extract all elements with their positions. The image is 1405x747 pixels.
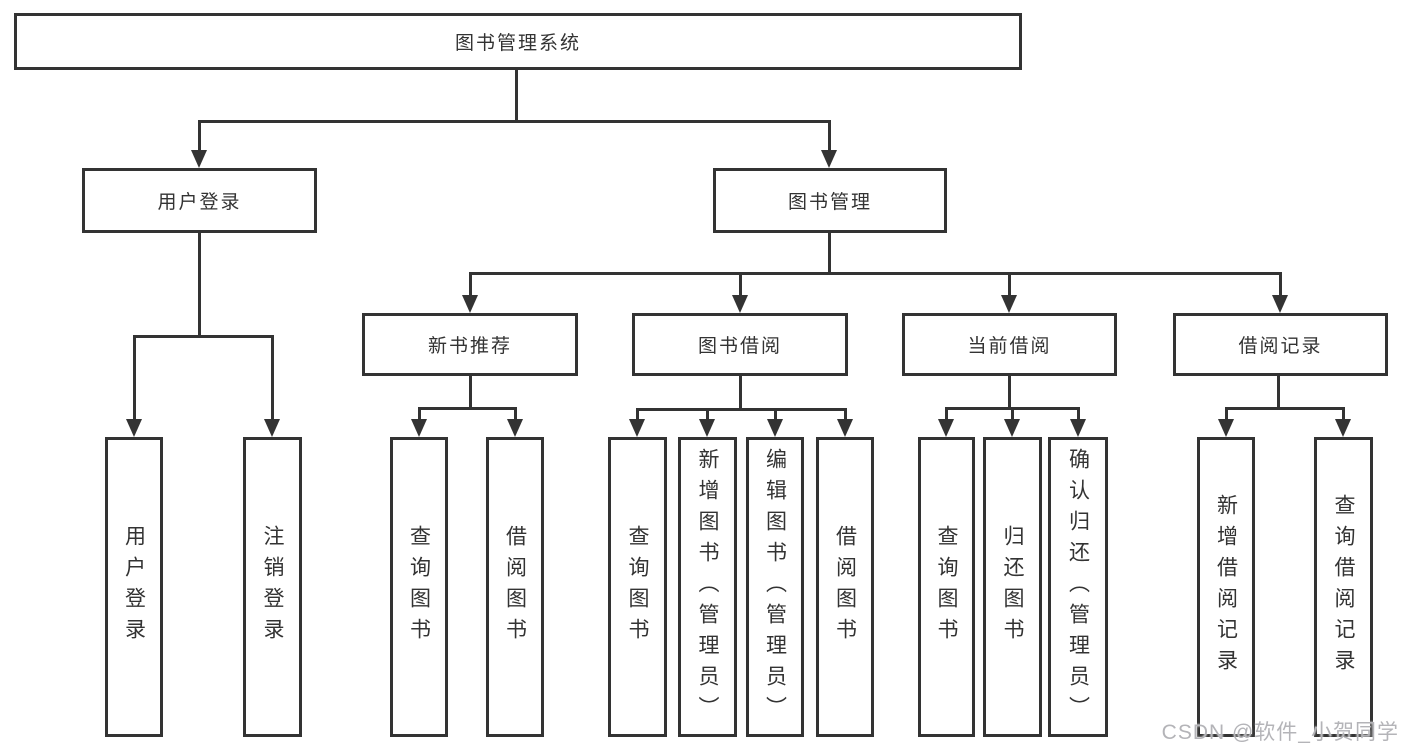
node-label: 用户登录	[157, 192, 242, 213]
node-query-books-borrow: 查询图书	[608, 437, 667, 737]
csdn-watermark: CSDN @软件_小贺同学	[1161, 721, 1399, 744]
node-label: 查询图书	[407, 525, 431, 649]
connector	[945, 407, 948, 422]
node-label: 确认归还（管理员）	[1066, 447, 1090, 727]
connector	[133, 335, 274, 338]
down-arrowhead	[1272, 295, 1288, 313]
node-label: 当前借阅	[967, 336, 1052, 357]
node-query-borrow-record: 查询借阅记录	[1314, 437, 1373, 737]
connector	[774, 408, 777, 422]
connector	[198, 233, 201, 335]
node-label: 新增图书（管理员）	[696, 447, 719, 727]
node-label: 编辑图书（管理员）	[763, 447, 787, 727]
connector	[1008, 272, 1011, 298]
down-arrowhead	[1004, 419, 1020, 437]
down-arrowhead	[1335, 419, 1351, 437]
connector	[1279, 272, 1282, 298]
connector	[1008, 376, 1011, 407]
connector	[133, 335, 136, 422]
connector	[739, 272, 742, 298]
node-label: 查询借阅记录	[1332, 494, 1355, 680]
down-arrowhead	[837, 419, 853, 437]
node-book-management: 图书管理	[713, 168, 947, 233]
connector	[1077, 407, 1080, 422]
down-arrowhead	[629, 419, 645, 437]
node-borrowing-records: 借阅记录	[1173, 313, 1388, 376]
connector	[1342, 407, 1345, 422]
down-arrowhead	[938, 419, 954, 437]
down-arrowhead	[1218, 419, 1234, 437]
node-add-books-admin: 新增图书（管理员）	[678, 437, 737, 737]
node-label: 新书推荐	[427, 336, 512, 357]
node-label: 借阅图书	[833, 525, 857, 649]
connector	[828, 233, 831, 272]
node-confirm-return-admin: 确认归还（管理员）	[1048, 437, 1108, 737]
node-label: 新增借阅记录	[1214, 494, 1238, 680]
down-arrowhead	[821, 150, 837, 168]
node-label: 归还图书	[1001, 525, 1024, 649]
node-label: 注销登录	[261, 525, 284, 649]
node-label: 查询图书	[935, 525, 958, 649]
node-user-login: 用户登录	[105, 437, 163, 737]
down-arrowhead	[699, 419, 715, 437]
connector	[198, 120, 201, 153]
node-label: 查询图书	[626, 525, 649, 649]
down-arrowhead	[462, 295, 478, 313]
connector	[636, 408, 639, 422]
connector	[1225, 407, 1228, 422]
connector	[514, 407, 517, 422]
down-arrowhead	[191, 150, 207, 168]
node-borrow-books-recommend: 借阅图书	[486, 437, 544, 737]
connector	[418, 407, 421, 422]
node-library-management-system: 图书管理系统	[14, 13, 1022, 70]
down-arrowhead	[1001, 295, 1017, 313]
connector	[844, 408, 847, 422]
node-label: 图书借阅	[697, 336, 782, 357]
node-edit-books-admin: 编辑图书（管理员）	[746, 437, 804, 737]
connector	[469, 272, 472, 298]
connector	[469, 272, 1282, 275]
connector	[418, 407, 517, 410]
node-query-books-recommend: 查询图书	[390, 437, 448, 737]
connector	[515, 70, 518, 120]
connector	[271, 335, 274, 422]
connector	[1011, 407, 1014, 422]
connector	[706, 408, 709, 422]
connector	[739, 376, 742, 408]
down-arrowhead	[126, 419, 142, 437]
node-label: 图书管理系统	[454, 33, 581, 54]
connector	[1277, 376, 1280, 407]
node-new-book-recommendation: 新书推荐	[362, 313, 578, 376]
connector	[636, 408, 847, 411]
node-user-login-branch: 用户登录	[82, 168, 317, 233]
down-arrowhead	[264, 419, 280, 437]
down-arrowhead	[507, 419, 523, 437]
connector	[198, 120, 830, 123]
node-label: 用户登录	[122, 525, 146, 649]
connector	[828, 120, 831, 153]
node-current-borrowing: 当前借阅	[902, 313, 1117, 376]
down-arrowhead	[411, 419, 427, 437]
node-book-borrowing: 图书借阅	[632, 313, 848, 376]
node-label: 借阅图书	[503, 525, 527, 649]
down-arrowhead	[767, 419, 783, 437]
node-add-borrow-record: 新增借阅记录	[1197, 437, 1255, 737]
node-label: 借阅记录	[1238, 336, 1323, 357]
node-label: 图书管理	[787, 192, 872, 213]
node-return-books: 归还图书	[983, 437, 1042, 737]
node-logout: 注销登录	[243, 437, 302, 737]
down-arrowhead	[732, 295, 748, 313]
node-borrow-books: 借阅图书	[816, 437, 874, 737]
down-arrowhead	[1070, 419, 1086, 437]
connector	[469, 376, 472, 407]
connector	[1225, 407, 1345, 410]
node-query-books-current: 查询图书	[918, 437, 975, 737]
